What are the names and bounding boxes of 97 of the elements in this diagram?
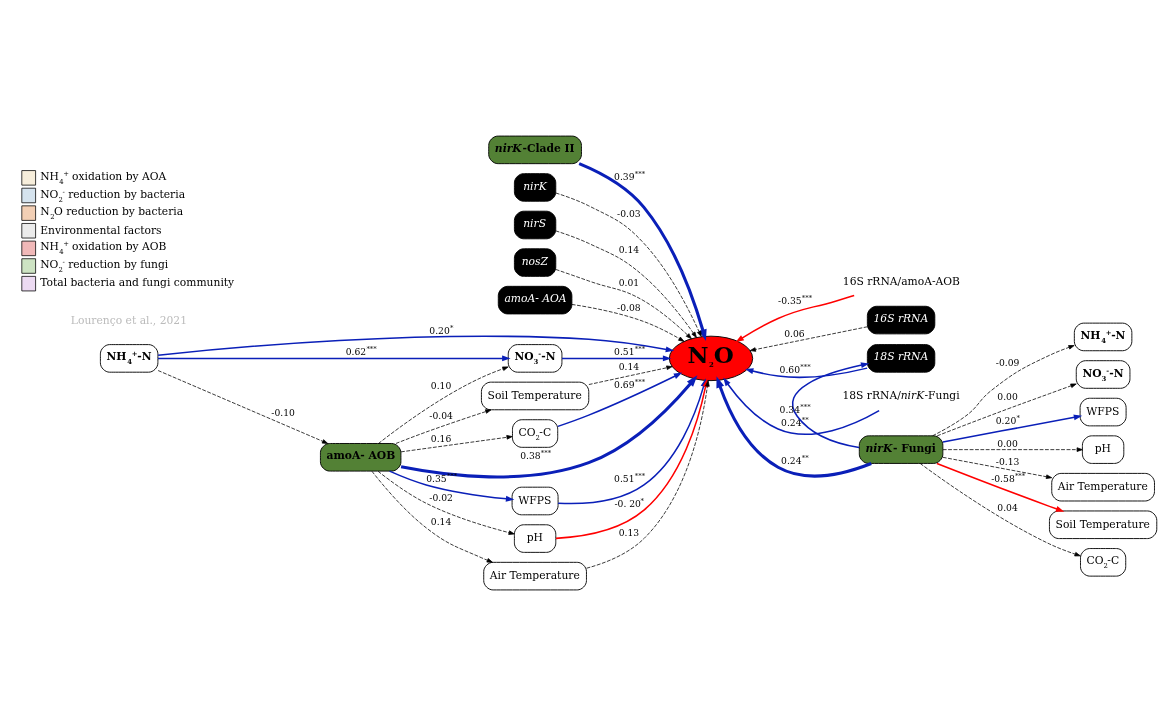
- node-box: NH$_{4}$$^{+}$-N: [99, 343, 159, 373]
- edge-label: 0.04: [997, 501, 1018, 513]
- edge-label: -0. 20$^{*}$: [614, 496, 644, 509]
- edge-label: 0.00: [997, 437, 1018, 449]
- edge-label: 0.51$^{***}$: [614, 471, 646, 484]
- arrow: [555, 192, 702, 337]
- legend-label: NO$_{2}$$^{-}$ reduction by bacteria: [40, 187, 186, 204]
- arrow: [936, 383, 1077, 436]
- legend-label: Total bacteria and fungi community: [40, 275, 235, 289]
- arrow: [588, 365, 673, 385]
- node-box: 18S rRNA: [866, 343, 936, 373]
- legend-label: NH$_{4}$$^{+}$ oxidation by AOA: [40, 169, 167, 186]
- arrow: [377, 470, 515, 535]
- edge-label: 0.06: [784, 327, 805, 339]
- edge-label: 0.24$^{**}$: [781, 453, 809, 466]
- arrow: [555, 230, 697, 338]
- arrow: [571, 303, 685, 342]
- node-box: Air Temperature: [1051, 472, 1155, 501]
- legend-label: NH$_{4}$$^{+}$ oxidation by AOB: [40, 239, 167, 256]
- node-text: 16S rRNA/amoA-AOB: [842, 274, 960, 288]
- node-box: nirK: [513, 172, 557, 202]
- edge-label: 0.14: [618, 360, 640, 372]
- arrow: [735, 294, 855, 342]
- edge-label: -0.02: [429, 491, 453, 503]
- node-box: nosZ: [513, 247, 557, 277]
- arrow: [716, 375, 872, 477]
- node-box: NH$_{4}$$^{+}$-N: [1073, 322, 1133, 351]
- edge-label: 0.35$^{***}$: [426, 471, 458, 484]
- edge-label: 0.14: [618, 243, 640, 255]
- arrow: [723, 377, 880, 435]
- arrow: [557, 372, 683, 427]
- arrow: [749, 325, 868, 352]
- node-box: pH: [1081, 434, 1125, 464]
- edge-label: 0.10: [430, 379, 452, 391]
- node-box: WFPS: [511, 486, 559, 515]
- edge-label: 0.16: [430, 432, 452, 444]
- node-box: 16S rRNA: [866, 305, 936, 334]
- node-box: nirK- Fungi: [858, 434, 944, 464]
- arrow: [378, 366, 509, 444]
- edge-label: -0.08: [617, 301, 641, 313]
- arrow: [744, 366, 868, 378]
- arrow: [157, 369, 329, 444]
- arrow: [942, 414, 1083, 443]
- edge-label: 0.01: [618, 276, 640, 288]
- arrow: [919, 462, 1081, 556]
- edge-label: 0.51$^{***}$: [614, 344, 646, 357]
- edge-label: 0.00: [997, 390, 1018, 402]
- node-box: pH: [513, 523, 557, 553]
- arrow: [942, 446, 1083, 452]
- edge-label: 0.39$^{***}$: [614, 169, 646, 182]
- edge-label: 0.20$^{*}$: [995, 413, 1020, 426]
- arrow: [157, 354, 511, 361]
- node-box: Soil Temperature: [480, 381, 590, 410]
- arrow: [157, 335, 675, 356]
- edge-label: 0.24$^{**}$: [781, 415, 809, 428]
- arrow: [400, 374, 698, 478]
- edge-label: 0.13: [618, 526, 640, 538]
- arrow: [395, 408, 492, 444]
- edge-label: 0.69$^{***}$: [614, 377, 646, 390]
- arrow: [400, 434, 513, 452]
- node-box: Soil Temperature: [1049, 510, 1158, 539]
- node-box: NO$_{3}$$^{-}$-N: [1075, 359, 1131, 389]
- node-box: nirS: [513, 210, 557, 239]
- node-box: Air Temperature: [483, 561, 587, 590]
- edge-label: -0.13: [995, 455, 1020, 467]
- edge-label: 0.20$^{*}$: [429, 323, 454, 336]
- arrow: [936, 462, 1065, 512]
- arrow: [942, 456, 1053, 479]
- edge-label: 0.14: [430, 515, 452, 527]
- label: Lourenço et al., 2021: [70, 313, 187, 327]
- arrow: [555, 268, 692, 339]
- edge-label: 0.60$^{***}$: [779, 362, 811, 375]
- node-box: amoA- AOA: [497, 285, 573, 314]
- edge-label: -0.03: [617, 207, 641, 219]
- node-box: amoA- AOB: [319, 442, 402, 472]
- edge-label: 0.38$^{***}$: [520, 448, 552, 461]
- arrow: [371, 470, 493, 563]
- legend-label: Environmental factors: [40, 223, 162, 237]
- legend-label: NO$_{2}$$^{-}$ reduction by fungi: [40, 257, 169, 274]
- edge-label: -0.10: [271, 406, 295, 418]
- edge-label: -0.09: [995, 356, 1020, 368]
- node-text: 18S rRNA/nirK-Fungi: [842, 388, 960, 402]
- arrow: [932, 344, 1075, 436]
- arrow: [561, 354, 672, 361]
- node-box: nirK-Clade II: [488, 135, 582, 164]
- node-box: CO$_{2}$-C: [1080, 547, 1127, 577]
- arrow: [388, 469, 515, 502]
- edge-label: -0.04: [429, 409, 453, 421]
- node-box: WFPS: [1079, 397, 1127, 426]
- arrow: [791, 361, 870, 448]
- node-box: NO$_{3}$$^{-}$-N: [507, 343, 563, 373]
- edge-label: 0.62$^{***}$: [345, 344, 377, 357]
- arrow: [578, 161, 707, 341]
- node-box: CO$_{2}$-C: [512, 418, 559, 448]
- edge-label: -0.58$^{***}$: [991, 471, 1026, 484]
- legend-label: N$_{2}$O reduction by bacteria: [40, 204, 184, 221]
- edge-label: -0.35$^{***}$: [778, 293, 813, 306]
